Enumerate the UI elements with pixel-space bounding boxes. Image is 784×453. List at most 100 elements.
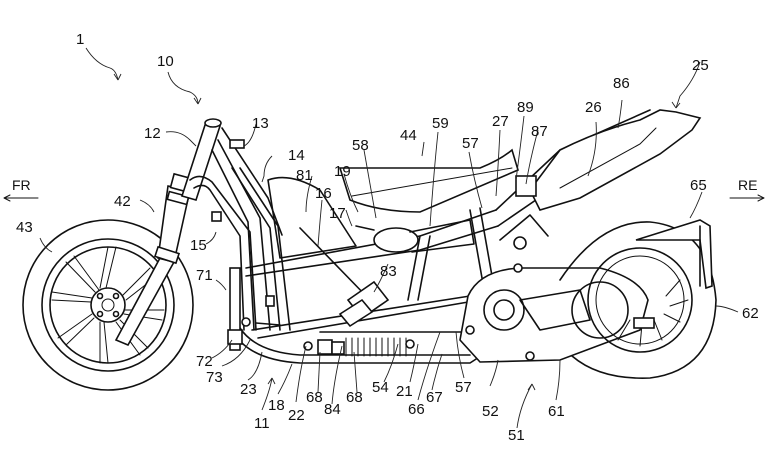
leader-61 [555, 359, 561, 401]
spring-84 [345, 337, 407, 357]
leader-71 [215, 279, 227, 291]
leader-73 [221, 339, 251, 367]
component-83 [338, 280, 390, 328]
numeral-61: 61 [548, 403, 565, 420]
numeral-23: 23 [240, 381, 257, 398]
numeral-81: 81 [296, 167, 313, 184]
leader-15 [205, 231, 217, 245]
numeral-58: 58 [352, 137, 369, 154]
leader-86 [617, 99, 623, 129]
numeral-57-bottom: 57 [455, 379, 472, 396]
leader-51 [516, 383, 533, 429]
numeral-13: 13 [252, 115, 269, 132]
numeral-44: 44 [400, 127, 417, 144]
leader-11 [261, 377, 273, 411]
numeral-57-top: 57 [462, 135, 479, 152]
numeral-26: 26 [585, 99, 602, 116]
numeral-68-right: 68 [346, 389, 363, 406]
rear-direction-indicator: RE [729, 177, 765, 202]
rear-fender-65 [635, 219, 713, 290]
front-direction-label: FR [12, 177, 31, 193]
numeral-52: 52 [482, 403, 499, 420]
numeral-42: 42 [114, 193, 131, 210]
leader-22 [295, 345, 307, 403]
reference-numerals: 1 10 12 13 14 81 16 19 58 17 44 59 57 27… [16, 31, 759, 444]
numeral-59: 59 [432, 115, 449, 132]
leader-54 [383, 343, 399, 383]
engine-unit [459, 263, 649, 363]
numeral-86: 86 [613, 75, 630, 92]
numeral-21: 21 [396, 383, 413, 400]
rear-wheel [559, 221, 717, 379]
leader-13 [243, 123, 257, 147]
numeral-18: 18 [268, 397, 285, 414]
arrow-left-icon [3, 194, 39, 202]
leader-67 [431, 353, 443, 391]
leader-57b [455, 331, 465, 379]
front-wheel [22, 219, 194, 391]
leader-26 [587, 121, 597, 177]
numeral-16: 16 [315, 185, 332, 202]
leader-89 [515, 115, 525, 181]
leader-68b [353, 351, 358, 393]
leader-66 [417, 331, 441, 401]
numeral-72: 72 [196, 353, 213, 370]
numeral-66: 66 [408, 401, 425, 418]
leader-62 [715, 305, 739, 313]
numeral-43: 43 [16, 219, 33, 236]
leader-84 [331, 345, 343, 405]
leader-19 [343, 173, 359, 213]
numeral-84: 84 [324, 401, 341, 418]
leader-25 [675, 61, 701, 109]
numeral-87: 87 [531, 123, 548, 140]
front-fork [114, 172, 193, 347]
leader-52 [489, 359, 499, 387]
leader-42 [139, 199, 155, 213]
numeral-22: 22 [288, 407, 305, 424]
leader-27 [495, 129, 501, 197]
leader-57a [468, 151, 483, 209]
numeral-68-left: 68 [306, 389, 323, 406]
leader-14 [261, 155, 273, 183]
leader-68a [317, 351, 321, 393]
numeral-10: 10 [157, 53, 174, 70]
leader-59 [429, 131, 439, 227]
numeral-71: 71 [196, 267, 213, 284]
numeral-65: 65 [690, 177, 707, 194]
cover-81 [267, 176, 357, 259]
seat-and-rear-cowl [338, 109, 702, 213]
numeral-83: 83 [380, 263, 397, 280]
leader-21 [409, 343, 419, 383]
numeral-17: 17 [329, 205, 346, 222]
front-direction-indicator: FR [3, 177, 39, 202]
leader-87 [525, 129, 539, 185]
numeral-67: 67 [426, 389, 443, 406]
leader-65 [689, 191, 703, 219]
leader-83 [373, 263, 389, 293]
leader-12 [165, 131, 197, 147]
numeral-27: 27 [492, 113, 509, 130]
leader-1 [85, 47, 119, 81]
numeral-14: 14 [288, 147, 305, 164]
numeral-25: 25 [692, 57, 709, 74]
intake [355, 219, 475, 253]
numeral-15: 15 [190, 237, 207, 254]
numeral-11: 11 [254, 415, 270, 432]
leader-10 [167, 71, 199, 105]
numeral-19: 19 [334, 163, 351, 180]
leader-43 [39, 237, 53, 253]
numeral-89: 89 [517, 99, 534, 116]
numeral-12: 12 [144, 125, 161, 142]
leader-18 [277, 363, 293, 395]
numeral-1: 1 [76, 31, 84, 48]
rear-direction-label: RE [738, 177, 757, 193]
leader-lines [39, 47, 739, 429]
numeral-51: 51 [508, 427, 525, 444]
leader-72 [211, 339, 233, 359]
leader-81 [305, 175, 313, 213]
arrow-right-icon [729, 194, 765, 202]
leader-44 [421, 141, 425, 157]
numeral-54: 54 [372, 379, 389, 396]
leader-58 [363, 149, 377, 219]
